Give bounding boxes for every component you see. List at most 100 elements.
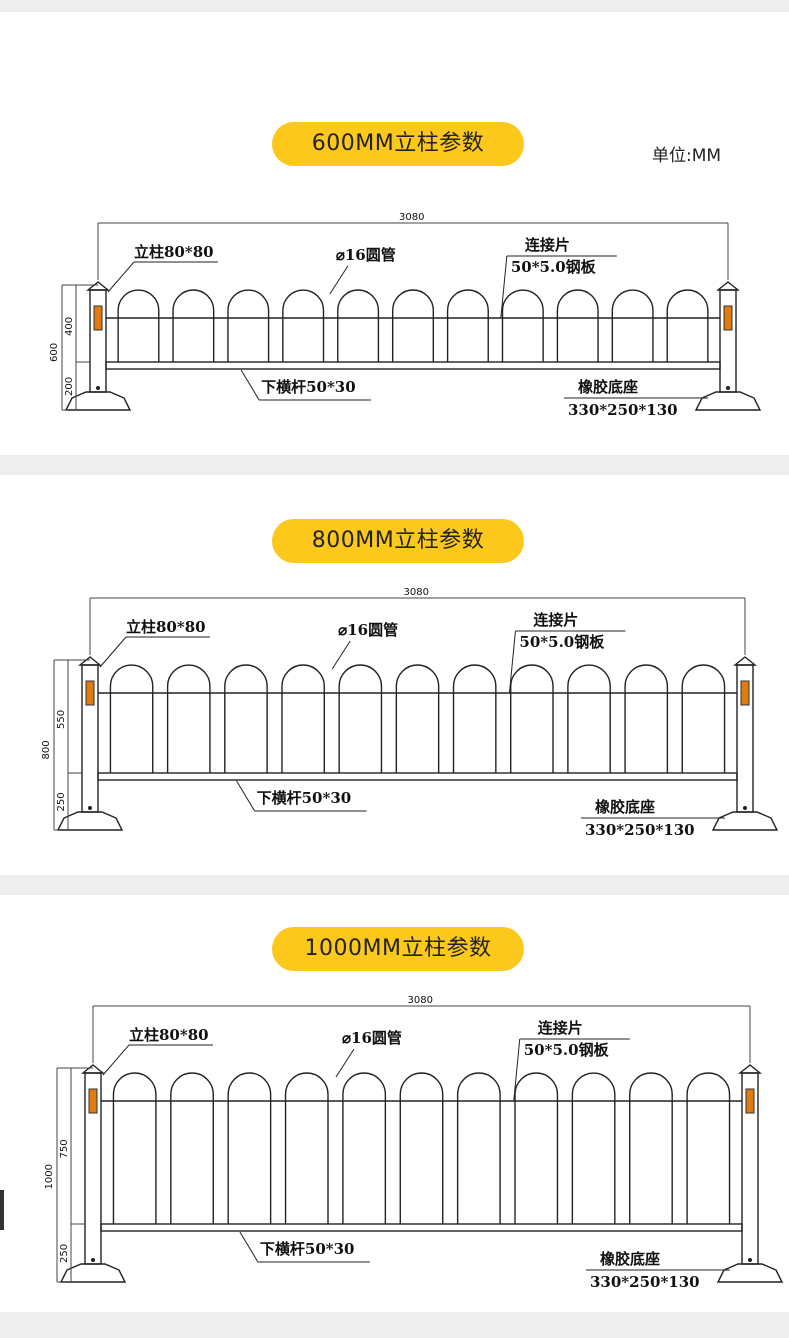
unit-label: 单位:MM (652, 146, 722, 166)
fence-loop (281, 664, 325, 773)
height-upper-label: 550 (56, 710, 67, 729)
fence-drawing-800: 3080800550250立柱80*80⌀16圆管连接片50*5.0钢板下横杆5… (41, 587, 779, 839)
fence-loop (224, 664, 268, 773)
fence-loop (342, 1072, 387, 1224)
fence-loop (624, 664, 669, 773)
left-edge-bar (0, 1190, 4, 1230)
tube-leader (335, 1048, 355, 1078)
base-label-2: 330*250*130 (585, 821, 695, 839)
bottom-rail (105, 361, 721, 370)
bolt-right (748, 1258, 752, 1262)
fence-loop (112, 1072, 157, 1224)
post-cap-left (81, 1064, 105, 1074)
width-dimension-label: 3080 (408, 995, 433, 1006)
fence-loop (391, 289, 435, 362)
base-label-1: 橡胶底座 (600, 1250, 660, 1268)
fence-loop (514, 1072, 559, 1224)
bottom-gap (0, 1312, 789, 1338)
fence-loop (284, 1072, 329, 1224)
plate-leader (500, 255, 508, 319)
fence-loop (456, 1072, 501, 1224)
height-lower-label: 200 (64, 377, 75, 396)
rubber-base-right (716, 1263, 784, 1283)
rail-leader (240, 369, 260, 401)
post-left (89, 289, 107, 393)
section-gap-2 (0, 875, 789, 895)
height-lower-label: 250 (56, 792, 67, 811)
post-cap-right (733, 656, 757, 666)
plate-leader (513, 1038, 521, 1102)
rubber-base-right (694, 391, 762, 411)
fence-loop (227, 289, 270, 362)
fence-loop (337, 289, 380, 362)
reflector-left (85, 680, 95, 706)
bolt-left (88, 806, 92, 810)
reflector-right (745, 1088, 755, 1114)
fence-loop (501, 289, 544, 362)
post-cap-right (716, 281, 740, 291)
fence-loop (571, 1072, 616, 1224)
fence-loop (567, 664, 611, 773)
tube-label: ⌀16圆管 (342, 1029, 402, 1047)
post-label: 立柱80*80 (126, 618, 206, 636)
bottom-rail (100, 1223, 743, 1232)
rail-label: 下横杆50*30 (257, 789, 352, 807)
tube-label: ⌀16圆管 (336, 246, 396, 264)
fence-loop (282, 289, 325, 362)
height-total-label: 600 (49, 343, 60, 362)
fence-loop (452, 664, 497, 773)
height-upper-label: 400 (64, 317, 75, 336)
fence-loop (399, 1072, 444, 1224)
base-label-2: 330*250*130 (568, 401, 678, 419)
fence-loop (395, 664, 440, 773)
post-leader (102, 1044, 130, 1076)
fence-drawing-1000: 30801000750250立柱80*80⌀16圆管连接片50*5.0钢板下横杆… (44, 995, 784, 1291)
plate-label-2: 50*5.0钢板 (524, 1041, 610, 1059)
rail-label: 下横杆50*30 (261, 378, 356, 396)
post-right (719, 289, 737, 393)
reflector-right (740, 680, 750, 706)
top-gap (0, 0, 789, 12)
height-lower-label: 250 (59, 1244, 70, 1263)
tube-leader (331, 640, 351, 670)
fence-loop (629, 1072, 673, 1224)
plate-label-1: 连接片 (525, 236, 570, 254)
panel-title-1000: 1000MM立柱参数 (272, 927, 524, 971)
post-cap-right (738, 1064, 762, 1074)
width-dimension-label: 3080 (399, 212, 424, 223)
section-gap-1 (0, 455, 789, 475)
fence-loop (117, 289, 160, 362)
post-leader (99, 636, 127, 668)
width-dimension-label: 3080 (404, 587, 429, 598)
fence-loop (446, 289, 489, 362)
plate-leader (508, 630, 516, 694)
rail-leader (239, 1231, 259, 1263)
height-total-label: 1000 (44, 1164, 55, 1189)
bolt-left (96, 386, 100, 390)
fence-loop (170, 1072, 214, 1224)
bolt-right (726, 386, 730, 390)
fence-loop (172, 289, 215, 362)
rail-label: 下横杆50*30 (260, 1240, 355, 1258)
height-total-label: 800 (41, 740, 52, 759)
plate-label-2: 50*5.0钢板 (519, 633, 605, 651)
rail-leader (236, 780, 256, 812)
rubber-base-left (59, 1263, 127, 1283)
base-label-2: 330*250*130 (590, 1273, 700, 1291)
fence-drawing-600: 3080600400200立柱80*80⌀16圆管连接片50*5.0钢板下横杆5… (49, 212, 762, 419)
reflector-right (723, 305, 733, 331)
base-label-1: 橡胶底座 (578, 378, 638, 396)
fence-loop (681, 664, 726, 773)
fence-loop (556, 289, 599, 362)
rubber-base-left (64, 391, 132, 411)
post-label: 立柱80*80 (134, 243, 214, 261)
bottom-rail (97, 772, 738, 781)
rubber-base-left (56, 811, 124, 831)
plate-label-1: 连接片 (533, 611, 578, 629)
plate-label-1: 连接片 (538, 1019, 583, 1037)
bolt-right (743, 806, 747, 810)
post-cap-left (86, 281, 110, 291)
fence-loop (227, 1072, 272, 1224)
fence-loop (666, 289, 709, 362)
fence-loop (686, 1072, 731, 1224)
